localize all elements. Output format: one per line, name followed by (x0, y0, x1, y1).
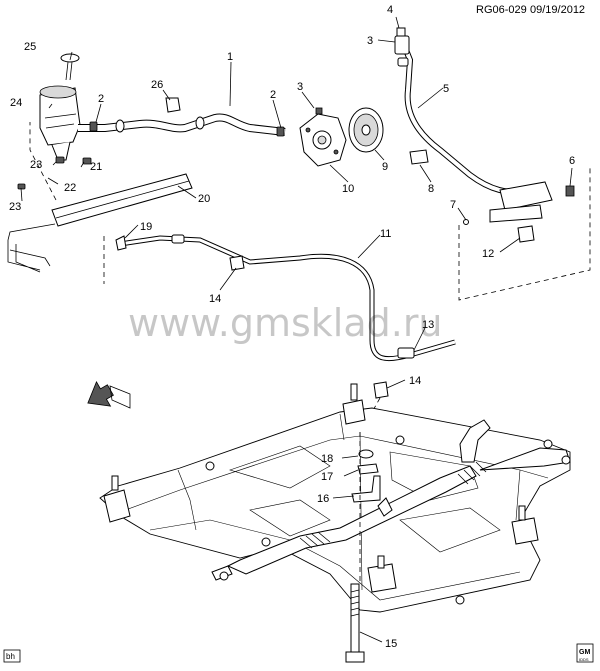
callout-6: 6 (569, 155, 575, 167)
pump-pulley-9 (348, 107, 384, 153)
callout-13: 13 (422, 319, 434, 331)
bolt-4 (396, 27, 406, 37)
pressure-hose-5 (394, 35, 553, 223)
clip-19 (115, 235, 127, 251)
cooler-20 (7, 173, 193, 273)
callout-14: 14 (409, 375, 421, 387)
corner-tag: bh (6, 652, 15, 661)
clamp-21 (82, 157, 92, 165)
bracket-8 (409, 149, 429, 165)
callout-10: 10 (342, 183, 354, 195)
callout-2: 2 (98, 93, 104, 105)
callout-1: 1 (227, 51, 233, 63)
clamp-23 (17, 156, 65, 190)
callout-25: 25 (24, 41, 36, 53)
callout-3: 3 (367, 35, 373, 47)
callout-23: 23 (30, 159, 42, 171)
callout-17: 17 (321, 471, 333, 483)
hose-22 (34, 166, 64, 189)
cooler-guide-line (29, 122, 57, 201)
callout-8: 8 (428, 183, 434, 195)
clip-14 (229, 255, 389, 399)
return-line-11 (119, 234, 456, 362)
front-arrow-icon (87, 380, 131, 409)
leader-lines (20, 16, 573, 643)
callout-11: 11 (380, 228, 391, 240)
callout-4: 4 (387, 4, 393, 16)
gm-logo-icon: GM IDDS (576, 643, 594, 663)
seal-7 (463, 219, 469, 225)
bracket-16 (351, 475, 381, 503)
callout-20: 20 (198, 193, 210, 205)
watermark: www.gmsklad.ru (128, 301, 443, 345)
bolt-6 (565, 185, 575, 197)
callout-16: 16 (317, 493, 329, 505)
steering-gear (211, 419, 571, 581)
svg-text:GM: GM (579, 649, 590, 656)
callout-7: 7 (450, 199, 456, 211)
callout-19: 19 (140, 221, 152, 233)
callout-14: 14 (209, 293, 221, 305)
retainer-17 (357, 463, 379, 475)
insulator-18 (358, 449, 374, 459)
callout-3: 3 (297, 81, 303, 93)
svg-text:IDDS: IDDS (579, 657, 589, 662)
return-hose-1 (78, 113, 286, 136)
corner-tag-box (3, 649, 21, 663)
diagram-date: 09/19/2012 (530, 4, 585, 16)
subframe (99, 383, 571, 613)
callout-12: 12 (482, 248, 494, 260)
callout-23: 23 (9, 201, 21, 213)
bolt-15 (345, 583, 365, 663)
clamp-2 (89, 121, 285, 137)
callout-26: 26 (151, 79, 163, 91)
callout-24: 24 (10, 97, 22, 109)
callout-22: 22 (64, 182, 76, 194)
clip-12 (517, 225, 535, 243)
retainer-26 (165, 97, 181, 113)
callout-2: 2 (270, 89, 276, 101)
callout-21: 21 (90, 161, 102, 173)
hose-guide-box (458, 168, 591, 301)
callout-9: 9 (382, 161, 388, 173)
power-steering-pump-10 (299, 107, 347, 167)
diagram-code: RG06-029 (476, 4, 527, 16)
callout-18: 18 (321, 453, 333, 465)
reservoir-assembly (39, 53, 81, 161)
callout-labels: 4 3 5 1 25 2 2 3 26 24 23 21 22 23 20 19… (9, 4, 575, 650)
callout-15: 15 (385, 638, 397, 650)
callout-5: 5 (443, 83, 449, 95)
